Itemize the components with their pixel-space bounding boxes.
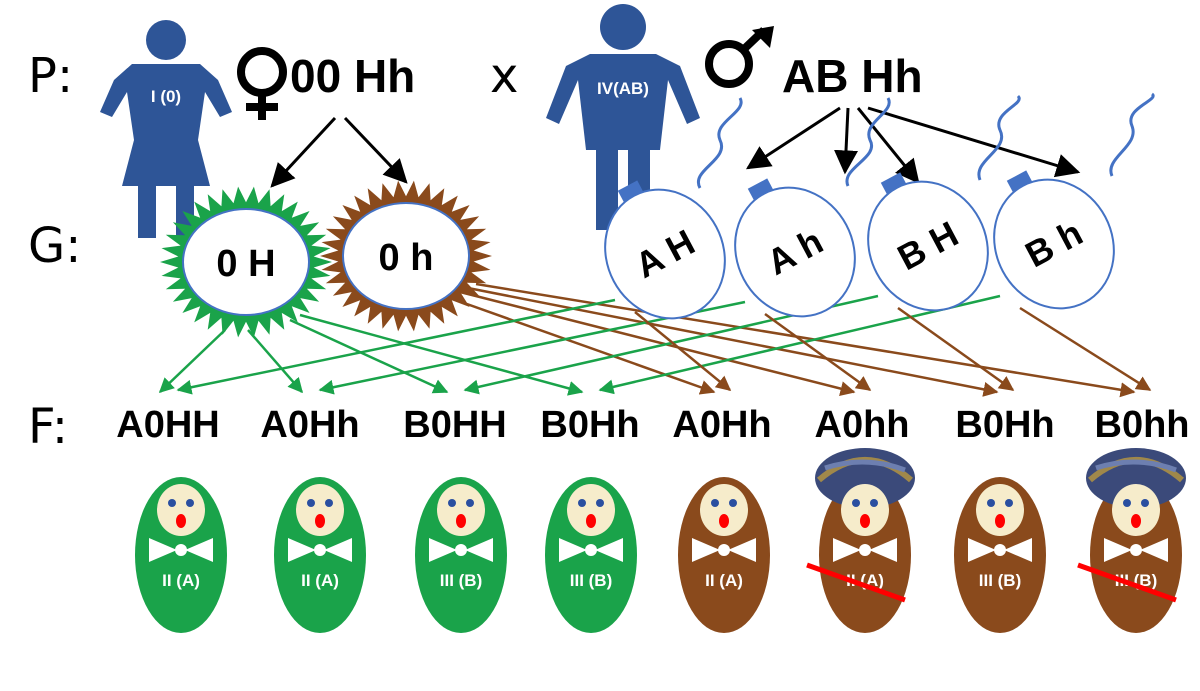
offspring-baby: II (A) [806, 448, 915, 633]
mother-figure-label: I (0) [151, 87, 181, 106]
offspring-phenotype: III (B) [979, 571, 1022, 590]
offspring-baby: II (A) [274, 477, 366, 633]
offspring-baby: II (A) [135, 477, 227, 633]
fertilization-arrow [459, 290, 856, 396]
fertilization-arrow [634, 311, 732, 391]
egg-label: 0 h [379, 237, 434, 279]
fertilization-arrow [764, 312, 872, 392]
offspring-phenotype: II (A) [162, 571, 200, 590]
offspring-babies: II (A) II (A) III (B) III (B) II (A) II (A) II… [135, 448, 1186, 633]
offspring-phenotype: III (B) [1115, 571, 1158, 590]
fertilization-arrow [475, 282, 1136, 398]
offspring-phenotype: II (A) [301, 571, 339, 590]
row-label-p: P: [28, 48, 73, 104]
row-label-f: F: [28, 399, 68, 455]
offspring-baby: III (B) [1077, 448, 1186, 633]
fertilization-arrow [467, 286, 999, 397]
cross-out-line [806, 562, 906, 603]
fertilization-lines [158, 282, 1152, 398]
offspring-baby: II (A) [678, 477, 770, 633]
male-symbol-icon [705, 26, 774, 88]
row-label-g: G: [28, 218, 81, 274]
fertilization-arrow [897, 306, 1015, 392]
offspring-genotype: A0hh [815, 404, 910, 446]
turban-icon [815, 448, 915, 508]
offspring-genotypes: A0HH A0Hh B0HH B0Hh A0Hh A0hh B0Hh B0hh [116, 404, 1189, 446]
offspring-phenotype: II (A) [846, 571, 884, 590]
sperm-Bh: B h [993, 92, 1155, 310]
sperm-Ah: A h [734, 97, 891, 318]
father-genotype: AB Hh [782, 50, 923, 102]
offspring-genotype: A0HH [116, 404, 219, 446]
female-symbol-icon [237, 47, 287, 120]
mother-genotype: 00 Hh [290, 50, 415, 102]
egg-0h: 0 h [320, 180, 492, 332]
offspring-phenotype: III (B) [570, 571, 613, 590]
sperm-AH: A H [604, 97, 743, 320]
fertilization-arrow [449, 296, 716, 395]
cross-out-line [1077, 562, 1177, 603]
fertilization-arrow [598, 294, 1001, 395]
offspring-genotype: B0Hh [955, 404, 1054, 446]
offspring-genotype: B0Hh [540, 404, 639, 446]
offspring-genotype: A0Hh [260, 404, 359, 446]
fertilization-arrow [158, 329, 226, 394]
egg-0H: 0 H [160, 186, 332, 338]
fertilization-arrow [247, 329, 303, 394]
offspring-baby: III (B) [415, 477, 507, 633]
offspring-baby: III (B) [954, 477, 1046, 633]
offspring-baby: III (B) [545, 477, 637, 633]
offspring-genotype: B0hh [1095, 404, 1190, 446]
parent-gamete-arrows [270, 106, 1081, 188]
offspring-genotype: B0HH [403, 404, 506, 446]
father-figure-label: IV(AB) [597, 79, 649, 98]
offspring-genotype: A0Hh [672, 404, 771, 446]
egg-label: 0 H [216, 243, 275, 285]
sperm-BH: B H [867, 94, 1021, 312]
offspring-phenotype: II (A) [705, 571, 743, 590]
cross-symbol: x [490, 48, 518, 104]
fertilization-arrow [289, 318, 449, 394]
fertilization-arrow [176, 298, 616, 395]
offspring-phenotype: III (B) [440, 571, 483, 590]
fertilization-arrow [1019, 306, 1152, 392]
turban-icon [1086, 448, 1186, 508]
fertilization-arrow [299, 313, 584, 396]
